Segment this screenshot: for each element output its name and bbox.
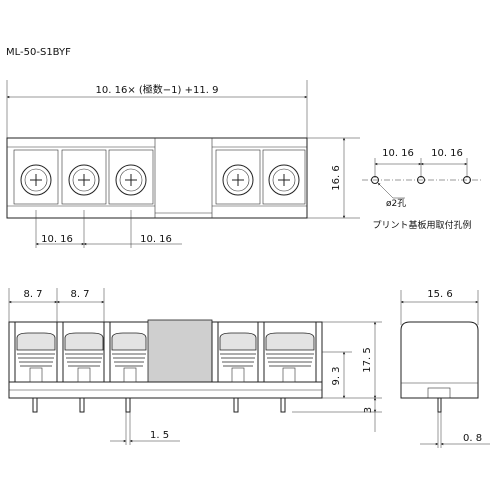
pin-length-label: 3: [363, 407, 374, 413]
side-depth-label: 15. 6: [427, 289, 452, 300]
screw-2: [64, 332, 104, 383]
height-total-label: 17. 5: [362, 347, 373, 372]
pin-3: [125, 397, 131, 413]
pin-4: [233, 397, 239, 413]
overall-width-label: 10. 16× (極数−1) +11. 9: [96, 83, 219, 96]
pcb-caption: プリント基板用取付孔例: [372, 219, 471, 231]
width-b-label: 8. 7: [70, 289, 89, 300]
screw-3: [111, 332, 147, 383]
screw-4: [219, 332, 257, 383]
hole-diameter-label: ø2孔: [386, 198, 406, 209]
depth-label: 16. 6: [331, 165, 342, 190]
pcb-hole-layout: 10. 16 10. 16 ø2孔 プリント基板用取付孔例: [362, 148, 482, 231]
screw-5: [265, 332, 315, 383]
pin-1: [32, 397, 38, 413]
pitch-right-label: 10. 16: [140, 234, 172, 245]
pin-2: [79, 397, 85, 413]
pcb-pitch-1-label: 10. 16: [382, 148, 414, 159]
side-pin: [437, 397, 442, 413]
pcb-hole-2: [417, 176, 425, 184]
pitch-left-label: 10. 16: [41, 234, 73, 245]
terminal-4: [215, 149, 261, 205]
terminal-3: [108, 149, 154, 205]
pin-5: [280, 397, 286, 413]
height-mid-label: 9. 3: [331, 366, 342, 385]
terminal-2: [61, 149, 107, 205]
pcb-pitch-2-label: 10. 16: [431, 148, 463, 159]
model-number: ML-50-S1BYF: [6, 47, 71, 58]
pin-width-label: 1. 5: [150, 430, 169, 441]
side-view: 15. 6 0. 8: [400, 289, 490, 448]
terminal-1: [13, 149, 59, 205]
terminal-5: [262, 149, 306, 205]
pcb-hole-3: [463, 176, 471, 184]
pcb-hole-1: [371, 176, 379, 184]
pin-thickness-label: 0. 8: [463, 433, 482, 444]
width-a-label: 8. 7: [23, 289, 42, 300]
front-view: 8. 7 8. 7: [8, 288, 382, 445]
top-view: 10. 16× (極数−1) +11. 9: [6, 80, 360, 248]
screw-1: [16, 332, 56, 383]
